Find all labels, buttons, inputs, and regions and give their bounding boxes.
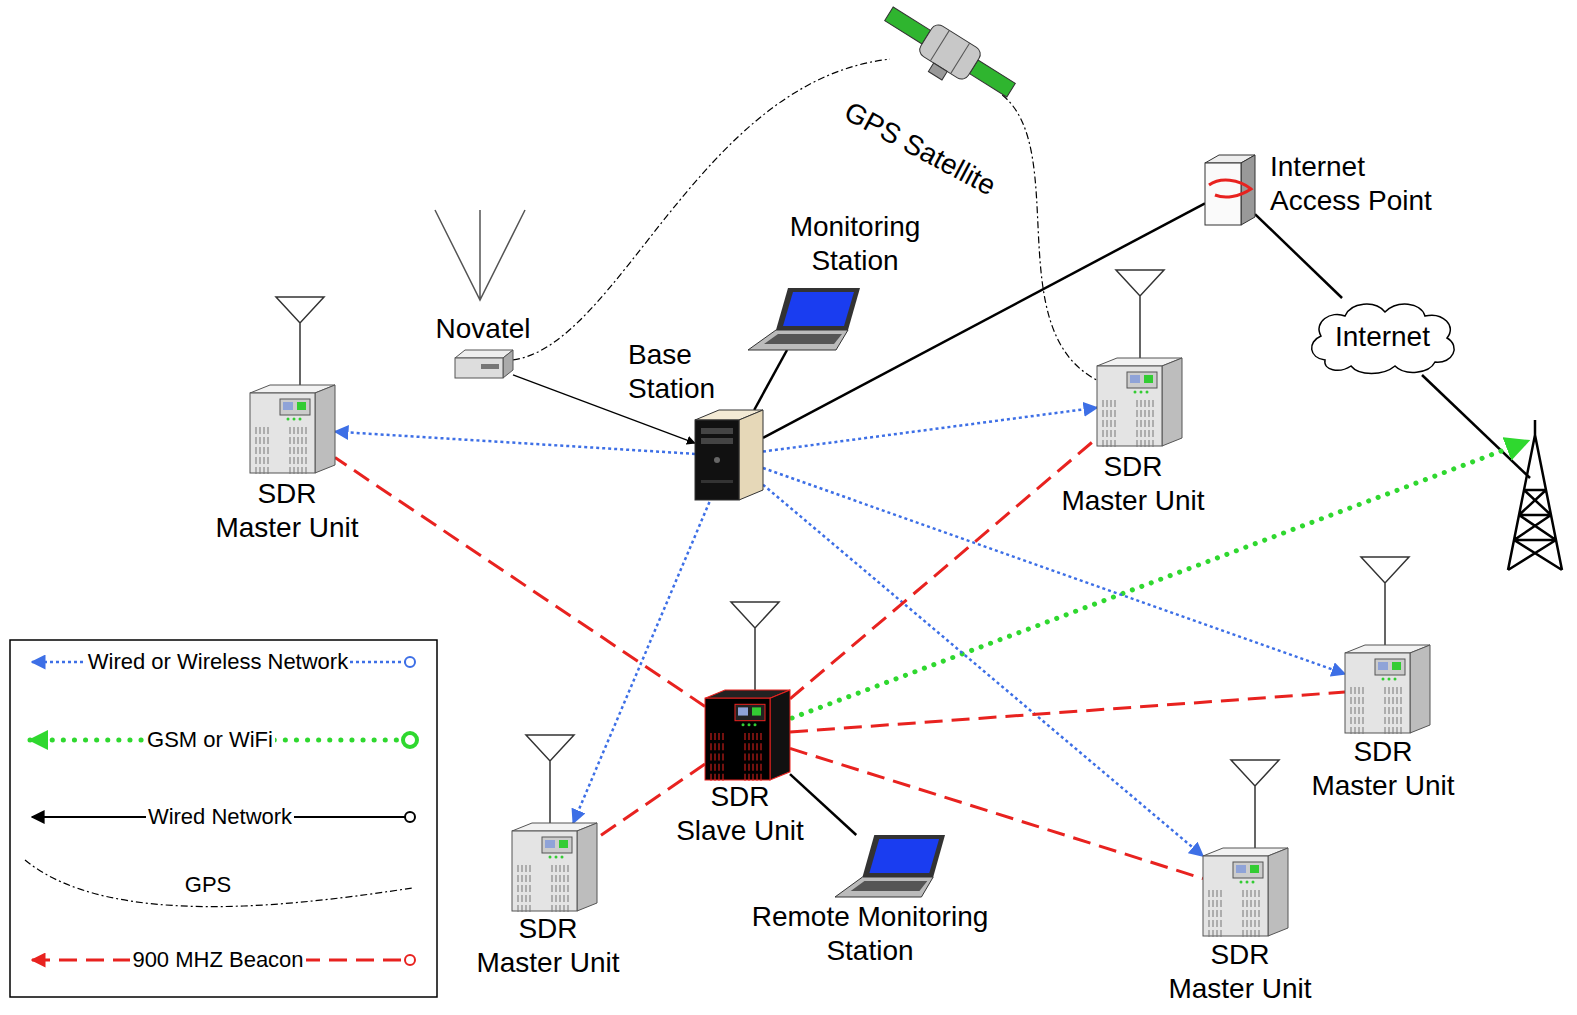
access-point: Internet Access Point [1205, 155, 1255, 225]
node-label: SDR Master Unit [474, 912, 622, 979]
node-icon [512, 823, 597, 911]
node-label: Monitoring Station [780, 210, 930, 277]
legend-label: Wired or Wireless Network [86, 649, 350, 675]
node-icon [1345, 645, 1430, 733]
node-icon [705, 690, 790, 780]
remote-monitoring-laptop: Remote Monitoring Station [835, 835, 945, 897]
internet-cloud: Internet [1305, 298, 1460, 376]
legend-label: GPS [183, 872, 233, 898]
node-label: Internet Access Point [1270, 150, 1442, 217]
sdr-master-unit: SDR Master Unit [1097, 358, 1182, 446]
network-link [763, 485, 1203, 856]
node-label: Remote Monitoring Station [745, 900, 995, 967]
sdr-master-unit: SDR Master Unit [512, 823, 597, 911]
legend-sample [25, 657, 417, 965]
node-icon [835, 835, 945, 897]
sdr-master-unit: SDR Master Unit [250, 385, 335, 473]
base-station-server: Base Station [695, 410, 763, 502]
network-link [763, 468, 1345, 674]
wired-link [1422, 375, 1530, 478]
wired-link [754, 350, 787, 410]
node-icon [748, 288, 860, 350]
legend-label: Wired Network [146, 804, 294, 830]
node-icon [890, 10, 1010, 95]
node-label: GPS Satellite [828, 89, 1012, 208]
satellite-icon: GPS Satellite [890, 10, 1010, 95]
node-icon [1097, 358, 1182, 446]
network-link [763, 408, 1097, 452]
node-icon [1203, 848, 1288, 936]
sdr-master-unit: SDR Master Unit [1345, 645, 1430, 733]
node-label: SDR Master Unit [213, 477, 361, 544]
legend-box [10, 640, 437, 997]
wired-link [1255, 214, 1342, 298]
gps-link [1002, 95, 1097, 380]
beacon-link [790, 692, 1345, 732]
network-link [335, 432, 695, 454]
node-label: Internet [1305, 298, 1460, 376]
beacon-link [790, 748, 1203, 878]
cell-tower [1508, 420, 1562, 570]
node-label: SDR Slave Unit [674, 780, 806, 847]
legend-label: GSM or WiFi [145, 727, 275, 753]
beacon-link [790, 438, 1097, 699]
node-label: SDR Master Unit [1059, 450, 1207, 517]
node-label: Base Station [628, 338, 728, 405]
beacon-link [335, 458, 705, 707]
monitoring-laptop: Monitoring Station [748, 288, 860, 350]
node-label: Novatel [423, 312, 543, 346]
sdr-master-unit: SDR Master Unit [1203, 848, 1288, 936]
node-icon [455, 350, 513, 378]
node-icon [250, 385, 335, 473]
node-label: SDR Master Unit [1309, 735, 1457, 802]
network-link [573, 502, 709, 823]
sdr-slave-unit: SDR Slave Unit [705, 690, 790, 780]
node-icon [695, 410, 763, 502]
antenna [276, 210, 1409, 848]
gps-link [513, 59, 890, 360]
node-icon [1205, 155, 1255, 225]
gps-receiver: Novatel [455, 350, 513, 378]
node-label: SDR Master Unit [1166, 938, 1314, 1005]
legend-label: 900 MHZ Beacon [130, 947, 305, 973]
